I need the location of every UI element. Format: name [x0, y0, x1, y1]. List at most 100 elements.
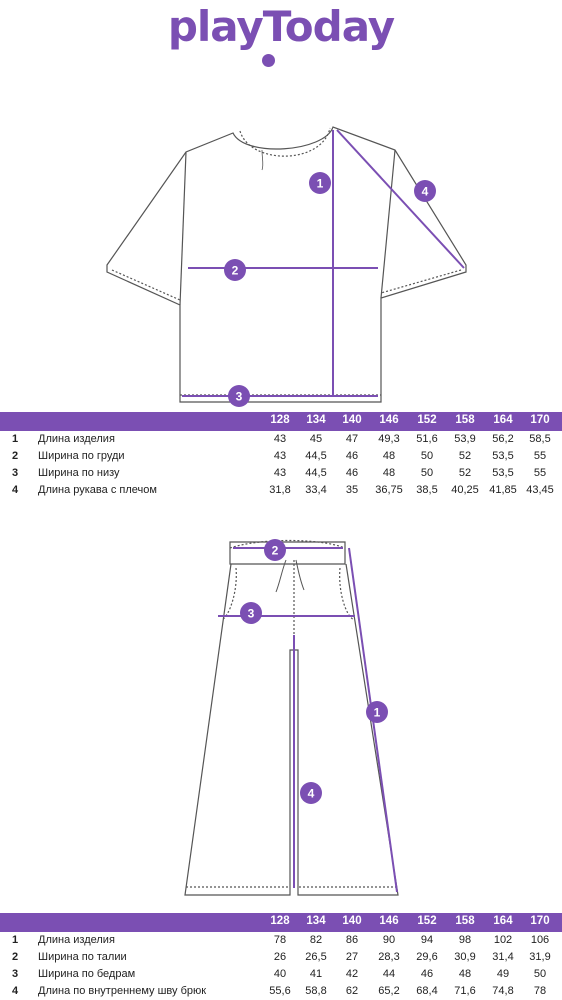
measurement-value: 68,4 [416, 985, 438, 997]
measurement-value: 43 [273, 433, 287, 445]
shirt-marker-1-label: 1 [317, 177, 324, 191]
size-header-cell: 134 [306, 915, 326, 927]
measurement-value: 28,3 [378, 951, 400, 963]
measurement-value: 40 [273, 968, 287, 980]
measurement-value: 90 [382, 934, 396, 946]
shirt-marker-2: 2 [224, 259, 246, 281]
row-number: 3 [12, 467, 19, 479]
measurement-value: 30,9 [454, 951, 476, 963]
size-header-cell: 170 [530, 915, 550, 927]
pants-marker-3: 3 [240, 602, 262, 624]
size-header-cell: 164 [493, 414, 513, 426]
measurement-value: 71,6 [454, 985, 476, 997]
measurement-value: 50 [420, 467, 434, 479]
measurement-value: 46 [345, 467, 359, 479]
row-number: 2 [12, 951, 19, 963]
size-header-cell: 164 [493, 915, 513, 927]
shirt-marker-4: 4 [414, 180, 436, 202]
row-number: 3 [12, 968, 19, 980]
shirt-marker-1: 1 [309, 172, 331, 194]
measurement-name: Ширина по груди [38, 450, 125, 462]
pants-outline [184, 539, 399, 896]
row-number: 1 [12, 433, 19, 445]
measurement-value: 102 [493, 934, 513, 946]
size-header-cell: 152 [417, 915, 437, 927]
measurement-value: 78 [533, 985, 547, 997]
measurement-value: 48 [458, 968, 472, 980]
measurement-value: 56,2 [492, 433, 514, 445]
measurement-value: 58,8 [305, 985, 327, 997]
brand-logo-text: playToday [167, 2, 395, 51]
measurement-value: 41,85 [489, 484, 517, 496]
shirt-marker-4-label: 4 [422, 185, 429, 199]
shirt-sleeve-line [336, 129, 465, 269]
measurement-value: 27 [345, 951, 359, 963]
size-header-cell: 134 [306, 414, 326, 426]
shirt-marker-3-label: 3 [236, 390, 243, 404]
row-number: 4 [12, 484, 19, 496]
measurement-value: 33,4 [305, 484, 327, 496]
measurement-value: 44,5 [305, 450, 327, 462]
measurement-value: 41 [309, 968, 323, 980]
measurement-value: 58,5 [529, 433, 551, 445]
measurement-value: 46 [345, 450, 359, 462]
measurement-value: 36,75 [375, 484, 403, 496]
pants-marker-2: 2 [264, 539, 286, 561]
measurement-value: 82 [309, 934, 323, 946]
measurement-value: 65,2 [378, 985, 400, 997]
measurement-value: 48 [382, 450, 396, 462]
shirt-outline [106, 126, 467, 403]
measurement-value: 31,4 [492, 951, 514, 963]
measurement-value: 51,6 [416, 433, 438, 445]
row-number: 4 [12, 985, 19, 997]
shirt-marker-3: 3 [228, 385, 250, 407]
measurement-value: 98 [458, 934, 472, 946]
pants-marker-4: 4 [300, 782, 322, 804]
measurement-value: 42 [345, 968, 359, 980]
size-header-cell: 128 [270, 414, 290, 426]
measurement-value: 53,5 [492, 467, 514, 479]
pants-marker-2-label: 2 [272, 544, 279, 558]
measurement-name: Ширина по бедрам [38, 968, 136, 980]
measurement-value: 78 [273, 934, 287, 946]
measurement-value: 49 [496, 968, 510, 980]
measurement-value: 44 [382, 968, 396, 980]
pants-marker-4-label: 4 [308, 787, 315, 801]
measurement-value: 55 [533, 467, 547, 479]
measurement-value: 52 [458, 467, 472, 479]
measurement-value: 48 [382, 467, 396, 479]
pants-marker-3-label: 3 [248, 607, 255, 621]
measurement-name: Длина по внутреннему шву брюк [38, 985, 207, 997]
size-header-cell: 146 [379, 414, 399, 426]
brand-logo: playToday [0, 0, 562, 70]
size-header-cell: 140 [342, 414, 362, 426]
measurement-value: 52 [458, 450, 472, 462]
measurement-value: 29,6 [416, 951, 438, 963]
measurement-name: Длина изделия [38, 433, 115, 445]
measurement-value: 55 [533, 450, 547, 462]
measurement-value: 26 [273, 951, 287, 963]
measurement-value: 43 [273, 450, 287, 462]
size-header-cell: 152 [417, 414, 437, 426]
shirt-drawing: 1 2 3 4 [106, 126, 467, 407]
measurement-value: 55,6 [269, 985, 291, 997]
pants-drawing: 1 2 3 4 [184, 539, 399, 896]
measurement-name: Длина изделия [38, 934, 115, 946]
measurement-value: 31,9 [529, 951, 551, 963]
measurement-value: 44,5 [305, 467, 327, 479]
measurement-value: 31,8 [269, 484, 291, 496]
measurement-value: 50 [533, 968, 547, 980]
measurement-value: 43 [273, 467, 287, 479]
measurement-value: 53,5 [492, 450, 514, 462]
